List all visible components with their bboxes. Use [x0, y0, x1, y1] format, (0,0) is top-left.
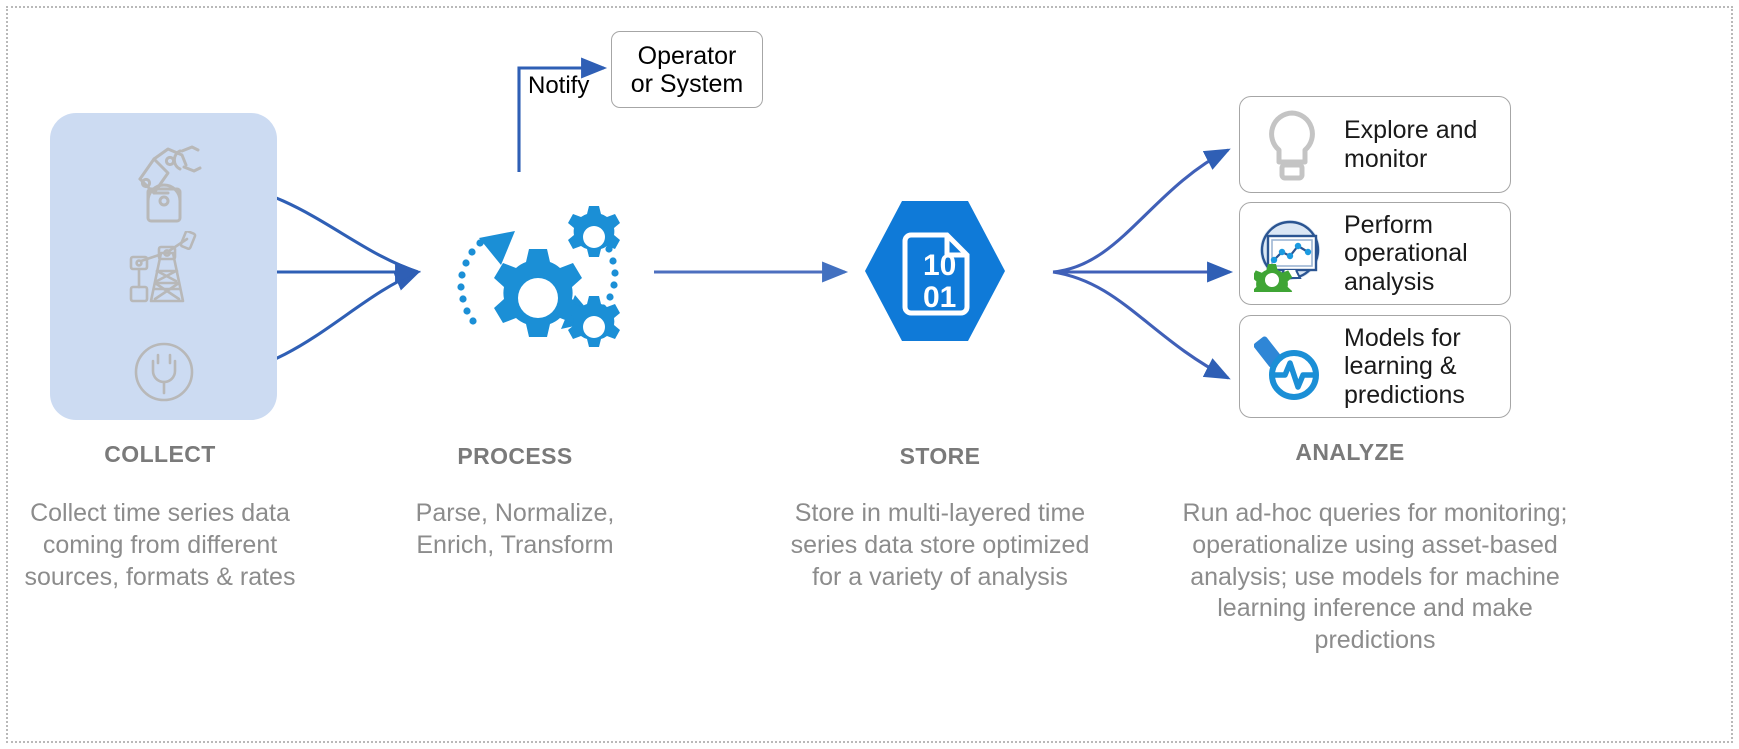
operator-box-line1: Operator — [637, 41, 737, 70]
stage-title-process: PROCESS — [457, 443, 573, 469]
magnifier-pulse-icon — [1240, 329, 1344, 405]
binary-document-hexagon-icon: 10 01 — [861, 197, 1009, 345]
lightbulb-icon — [1240, 107, 1344, 183]
operator-or-system-box[interactable]: Operator or System — [611, 31, 763, 108]
card-models-line1: Models for — [1344, 323, 1461, 352]
store-binary-bottom: 01 — [923, 281, 956, 314]
store-binary-top: 10 — [923, 249, 956, 282]
stage-title-analyze: ANALYZE — [1295, 439, 1405, 465]
oil-derrick-icon — [50, 230, 277, 312]
card-perform-line3: analysis — [1344, 267, 1435, 296]
robotic-arm-icon — [50, 139, 277, 232]
stage-title-collect: COLLECT — [104, 441, 216, 467]
operator-box-text: Operator or System — [631, 42, 744, 98]
card-models-line2: learning & — [1344, 352, 1457, 381]
stage-description-store: Store in multi-layered time series data … — [790, 499, 1090, 591]
collect-sources-panel — [50, 113, 277, 420]
card-explore-line1: Explore and — [1344, 116, 1478, 144]
stage-description-analyze: Run ad-hoc queries for monitoring; opera… — [1182, 499, 1568, 654]
chart-monitor-gear-icon — [1240, 216, 1344, 292]
operator-box-line2: or System — [630, 69, 744, 98]
card-perform-line1: Perform — [1344, 210, 1433, 239]
gears-icon — [443, 193, 633, 368]
stage-description-process: Parse, Normalize, Enrich, Transform — [415, 499, 615, 559]
card-perform-line2: operational — [1344, 239, 1468, 268]
analyze-card-models-label: Models for learning & predictions — [1344, 324, 1475, 410]
card-models-line3: predictions — [1344, 380, 1465, 409]
power-plug-icon — [50, 335, 277, 414]
analyze-card-perform[interactable]: Perform operational analysis — [1239, 202, 1511, 305]
analyze-card-perform-label: Perform operational analysis — [1344, 211, 1478, 297]
stage-title-store: STORE — [899, 443, 981, 469]
analyze-card-explore[interactable]: Explore and monitor — [1239, 96, 1511, 193]
notify-label: Notify — [528, 72, 590, 99]
analyze-card-models[interactable]: Models for learning & predictions — [1239, 315, 1511, 418]
stage-description-collect: Collect time series data coming from dif… — [24, 499, 296, 591]
card-explore-line2: monitor — [1344, 144, 1428, 173]
analyze-card-explore-label: Explore and monitor — [1344, 116, 1487, 173]
